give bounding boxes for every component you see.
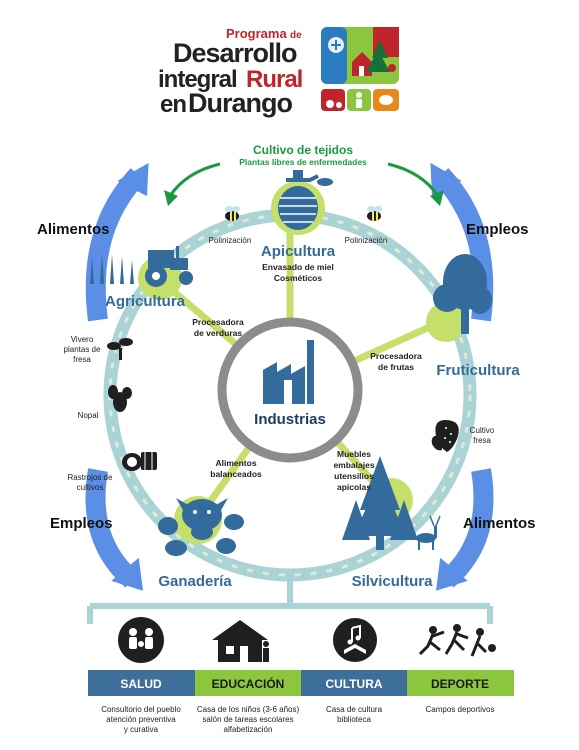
- note-miel-2: Cosméticos: [274, 273, 322, 283]
- title-line3-a: integral: [158, 66, 237, 93]
- service-cultura-label: CULTURA: [325, 677, 382, 691]
- tractor-icon: [145, 246, 193, 287]
- service-cultura-bar: [301, 670, 407, 696]
- service-deporte-desc-1: Campos deportivos: [426, 705, 495, 714]
- note-rastrojos-2: cultivos: [77, 483, 104, 492]
- service-deporte-bar: [407, 670, 514, 696]
- factory-icon: [263, 340, 314, 404]
- wheat-icon: [90, 252, 134, 284]
- note-muebles-2: embalajes: [333, 460, 374, 470]
- services-bracket: [87, 580, 493, 624]
- note-muebles-3: utensilios: [334, 471, 374, 481]
- green-arrow-right: [387, 162, 440, 197]
- sector-ganaderia: Ganadería: [158, 573, 232, 590]
- title-line4-b: Durango: [188, 88, 293, 118]
- cultivo-tejidos-subtitle: Plantas libres de enfermedades: [239, 157, 367, 167]
- label-empleos-bottom: Empleos: [50, 515, 113, 532]
- service-salud-desc-1: Consultorio del pueblo: [101, 705, 181, 714]
- note-vivero-3: fresa: [73, 355, 91, 364]
- service-salud-desc-3: y curativa: [124, 725, 159, 734]
- tree-icon: [433, 254, 492, 334]
- cultivo-tejidos-title: Cultivo de tejidos: [253, 143, 353, 157]
- title-line1-a: Programa: [226, 26, 287, 41]
- note-verduras-1: Procesadora: [192, 317, 244, 327]
- logo-tractor-tile: [321, 89, 345, 111]
- note-frutas-2: de frutas: [378, 362, 414, 372]
- note-fresa-2: fresa: [473, 436, 491, 445]
- cactus-icon: [108, 385, 132, 412]
- title-line2: Desarrollo: [173, 38, 297, 68]
- culture-icon: [333, 618, 377, 662]
- sector-apicultura: Apicultura: [261, 243, 336, 260]
- label-empleos-top: Empleos: [466, 221, 529, 238]
- title-line1-b: de: [290, 30, 302, 41]
- service-salud-label: SALUD: [120, 677, 162, 691]
- service-cultura-desc-1: Casa de cultura: [326, 705, 383, 714]
- service-cultura-desc-2: biblioteca: [337, 715, 371, 724]
- school-house-icon: [212, 620, 269, 662]
- green-arrow-left: [168, 162, 221, 197]
- industrias-label: Industrias: [254, 411, 326, 428]
- note-vivero-1: Vivero: [71, 335, 94, 344]
- services-band: SALUD EDUCACIÓN CULTURA DEPORTE: [88, 670, 514, 696]
- note-fresa-1: Cultivo: [470, 426, 495, 435]
- service-deporte-label: DEPORTE: [431, 677, 489, 691]
- livestock-icon: [158, 498, 244, 556]
- title-line4-a: en: [160, 91, 186, 118]
- note-miel-1: Envasado de miel: [262, 262, 334, 272]
- deer-icon: [416, 515, 441, 550]
- note-muebles-1: Muebles: [337, 449, 371, 459]
- sports-icon: [418, 624, 496, 657]
- fruticultura-node: [426, 302, 466, 342]
- arrow-bottom-right: [440, 468, 494, 588]
- hay-bales-icon: [122, 452, 157, 471]
- strawberry-icon: [431, 420, 459, 452]
- label-alimentos-bottom: Alimentos: [463, 515, 536, 532]
- note-rastrojos-1: Rastrojos de: [68, 473, 113, 482]
- service-educacion-desc-2: salón de tareas escolares: [202, 715, 293, 724]
- sector-fruticultura: Fruticultura: [436, 362, 520, 379]
- service-educacion-desc-3: alfabetización: [224, 725, 273, 734]
- sector-silvicultura: Silvicultura: [352, 573, 434, 590]
- note-balanceados-2: balanceados: [210, 469, 262, 479]
- bee-icon-right: [367, 206, 382, 221]
- note-muebles-4: apícolas: [337, 482, 371, 492]
- note-polinizacion-left: Polinización: [209, 236, 252, 245]
- bee-icon-left: [225, 206, 240, 221]
- arrow-bottom-left: [85, 468, 139, 588]
- service-educacion-label: EDUCACIÓN: [212, 676, 285, 691]
- service-salud-bar: [88, 670, 195, 696]
- arrow-top-left: [85, 168, 146, 322]
- program-logo: [321, 27, 399, 111]
- note-frutas-1: Procesadora: [370, 351, 422, 361]
- service-salud-desc-2: atención preventiva: [106, 715, 176, 724]
- note-vivero-2: plantas de: [64, 345, 101, 354]
- beehive-icon: [278, 170, 333, 230]
- note-nopal: Nopal: [78, 411, 99, 420]
- note-polinizacion-right: Polinización: [345, 236, 388, 245]
- forest-icon: [342, 456, 418, 550]
- sector-agricultura: Agricultura: [105, 293, 186, 310]
- title-line3-b: Rural: [246, 66, 302, 93]
- program-title: Programa de Desarrollo integral Rural en…: [158, 26, 303, 118]
- service-descriptions: Consultorio del pueblo atención preventi…: [101, 705, 494, 734]
- note-verduras-2: de verduras: [194, 328, 242, 338]
- note-balanceados-1: Alimentos: [215, 458, 256, 468]
- health-icon: [118, 617, 164, 663]
- seedling-icon: [107, 338, 133, 360]
- label-alimentos-top: Alimentos: [37, 221, 110, 238]
- service-educacion-desc-1: Casa de los niños (3-6 años): [197, 705, 300, 714]
- service-educacion-bar: [195, 670, 301, 696]
